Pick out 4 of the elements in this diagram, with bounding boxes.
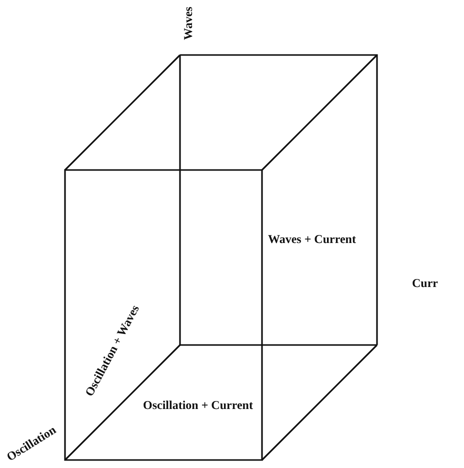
axis-label: Oscillation + Current: [143, 398, 253, 413]
axis-label: Waves: [181, 6, 196, 40]
axis-label: Waves + Current: [268, 232, 356, 247]
axis-label: Curr: [412, 276, 438, 291]
